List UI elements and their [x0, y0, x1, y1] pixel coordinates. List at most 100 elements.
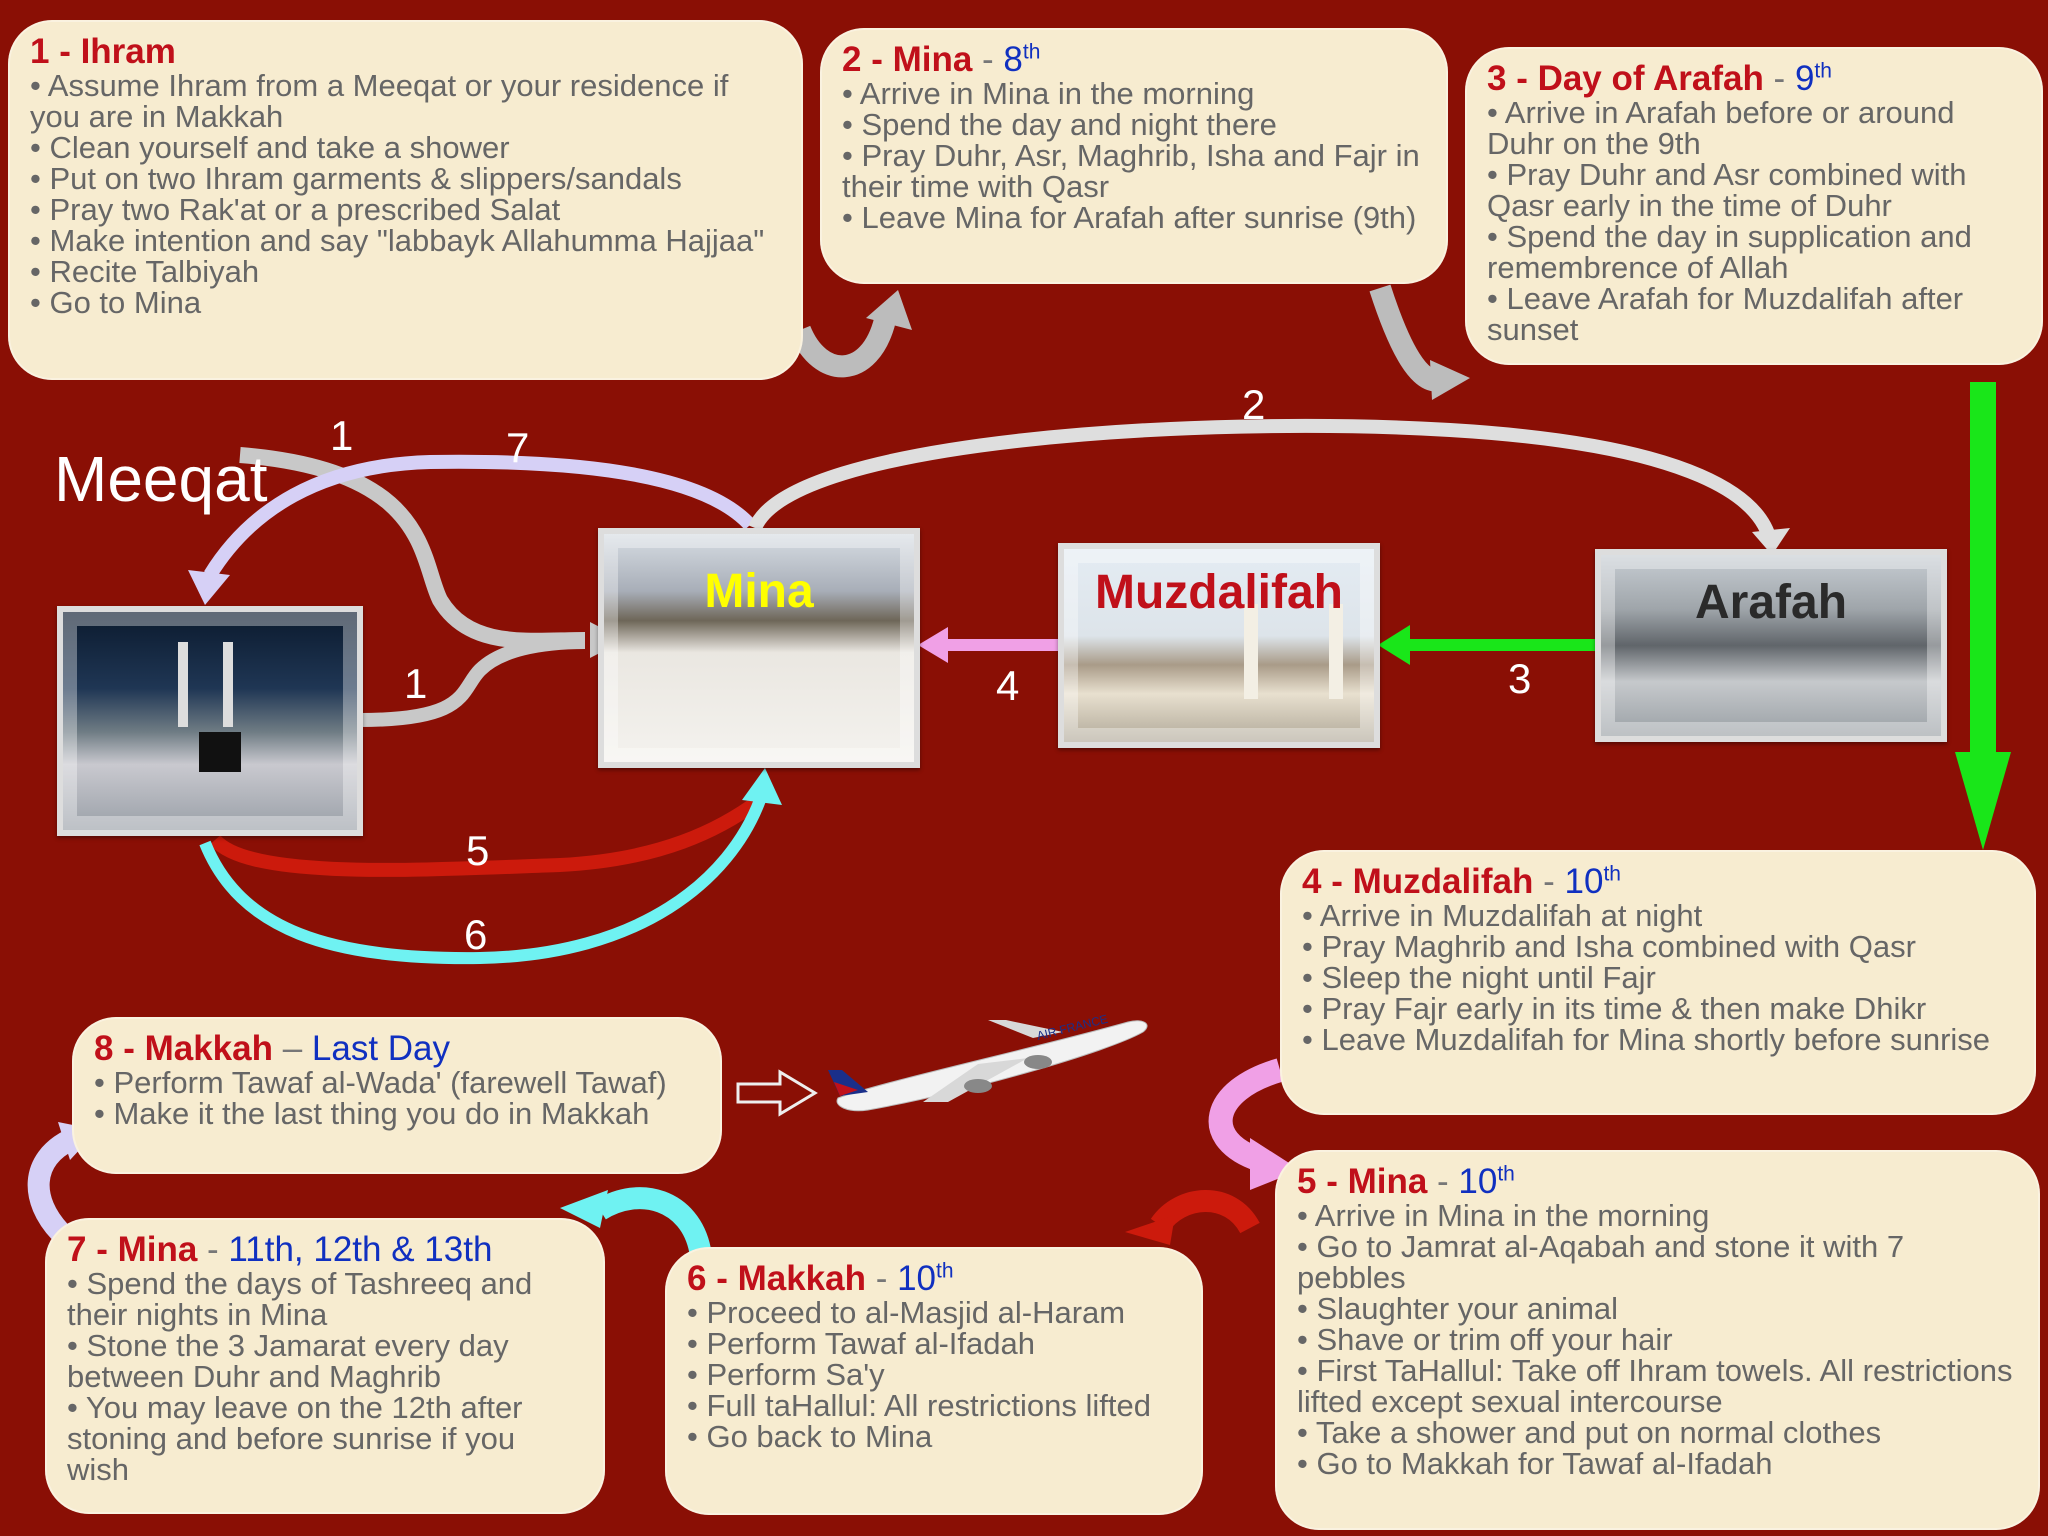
route-2-arrow [748, 418, 1777, 542]
route-number-6: 6 [464, 911, 488, 958]
step-6-to-7-arrow [594, 1187, 711, 1253]
step-6-to-7-arrowhead [560, 1190, 608, 1228]
list-item: Proceed to al-Masjid al-Haram [687, 1297, 1181, 1328]
list-item: Leave Muzdalifah for Mina shortly before… [1302, 1024, 2014, 1055]
list-item: Shave or trim off your hair [1297, 1324, 2018, 1355]
route-number-4: 4 [996, 662, 1020, 709]
step-3-list: Arrive in Arafah before or around Duhr o… [1487, 97, 2021, 345]
route-1-meeqat-arrow [239, 447, 586, 649]
list-item: Stone the 3 Jamarat every day between Du… [67, 1330, 583, 1392]
route-6-arrowhead [742, 768, 782, 805]
muzdalifah-picture-label: Muzdalifah [1095, 566, 1343, 619]
list-item: Perform Sa'y [687, 1359, 1181, 1390]
route-number-3: 3 [1508, 655, 1532, 702]
step-3-day-suffix: th [1814, 59, 1832, 83]
step-7-to-8-arrow [27, 1130, 76, 1240]
minaret-shape [1244, 604, 1258, 699]
step-2-title: 2 - Mina - 8th [842, 40, 1041, 79]
list-item: Go to Makkah for Tawaf al-Ifadah [1297, 1448, 2018, 1479]
list-item: Spend the day and night there [842, 109, 1426, 140]
arafah-picture: Arafah [1595, 549, 1947, 742]
step-8-list: Perform Tawaf al-Wada' (farewell Tawaf) … [94, 1067, 700, 1129]
list-item: Go back to Mina [687, 1421, 1181, 1452]
step-4-to-5-arrow [1208, 1058, 1284, 1172]
step-6-box: 6 - Makkah - 10th Proceed to al-Masjid a… [665, 1247, 1203, 1515]
step-1-to-2-arrow [789, 316, 896, 378]
step-5-box: 5 - Mina - 10th Arrive in Mina in the mo… [1275, 1150, 2040, 1530]
list-item: Leave Arafah for Muzdalifah after sunset [1487, 283, 2021, 345]
step-1-list: Assume Ihram from a Meeqat or your resid… [30, 70, 781, 318]
step-1-box: 1 - Ihram Assume Ihram from a Meeqat or … [8, 20, 803, 380]
arafah-picture-label: Arafah [1694, 576, 1848, 629]
route-6-arrow [199, 797, 766, 965]
step-3-box: 3 - Day of Arafah - 9th Arrive in Arafah… [1465, 47, 2043, 365]
list-item: Perform Tawaf al-Ifadah [687, 1328, 1181, 1359]
muzdalifah-picture: Muzdalifah [1058, 543, 1380, 748]
route-number-7: 7 [506, 424, 530, 471]
meeqat-label: Meeqat [54, 443, 268, 515]
step-2-list: Arrive in Mina in the morning Spend the … [842, 78, 1426, 233]
route-number-2: 2 [1242, 381, 1266, 428]
step-6-title: 6 - Makkah - 10th [687, 1259, 954, 1298]
list-item: Pray Maghrib and Isha combined with Qasr [1302, 931, 2014, 962]
step-3-title: 3 - Day of Arafah - 9th [1487, 59, 1832, 98]
kaaba-shape [199, 732, 241, 772]
step-5-to-6-arrowhead [1125, 1215, 1175, 1245]
list-item: Arrive in Muzdalifah at night [1302, 900, 2014, 931]
list-item: Arrive in Mina in the morning [842, 78, 1426, 109]
step-5-list: Arrive in Mina in the morning Go to Jamr… [1297, 1200, 2018, 1479]
step-4-box: 4 - Muzdalifah - 10th Arrive in Muzdalif… [1280, 850, 2036, 1115]
list-item: Leave Mina for Arafah after sunrise (9th… [842, 202, 1426, 233]
step-4-to-5-arrowhead [1250, 1138, 1300, 1190]
step-8-box: 8 - Makkah – Last Day Perform Tawaf al-W… [72, 1017, 722, 1174]
route-number-1-lower: 1 [404, 660, 428, 707]
route-5-arrow [209, 794, 765, 877]
step-2-box: 2 - Mina - 8th Arrive in Mina in the mor… [820, 28, 1448, 284]
step-4-title: 4 - Muzdalifah - 10th [1302, 862, 1621, 901]
list-item: Full taHallul: All restrictions lifted [687, 1390, 1181, 1421]
list-item: Pray Duhr and Asr combined with Qasr ear… [1487, 159, 2021, 221]
step-6-day-suffix: th [936, 1259, 954, 1283]
list-item: Take a shower and put on normal clothes [1297, 1417, 2018, 1448]
step-1-title: 1 - Ihram [30, 32, 176, 71]
list-item: Go to Jamrat al-Aqabah and stone it with… [1297, 1231, 2018, 1293]
list-item: Make intention and say "labbayk Allahumm… [30, 225, 781, 256]
list-item: Put on two Ihram garments & slippers/san… [30, 163, 781, 194]
list-item: Perform Tawaf al-Wada' (farewell Tawaf) [94, 1067, 700, 1098]
step-5-day-suffix: th [1497, 1162, 1515, 1186]
step-1-to-2-arrowhead [866, 290, 912, 330]
list-item: First TaHallul: Take off Ihram towels. A… [1297, 1355, 2018, 1417]
list-item: You may leave on the 12th after stoning … [67, 1392, 583, 1485]
step-7-list: Spend the days of Tashreeq and their nig… [67, 1268, 583, 1485]
step-7-box: 7 - Mina - 11th, 12th & 13th Spend the d… [45, 1218, 605, 1514]
route-4-arrowhead [918, 627, 948, 663]
mina-picture-label: Mina [704, 565, 814, 618]
hollow-arrow [736, 1069, 818, 1117]
list-item: Pray Duhr, Asr, Maghrib, Isha and Fajr i… [842, 140, 1426, 202]
mina-picture: Mina [598, 528, 920, 768]
step-3-to-4-bar [1970, 382, 1996, 762]
step-4-day-suffix: th [1603, 862, 1621, 886]
list-item: Arrive in Mina in the morning [1297, 1200, 2018, 1231]
list-item: Slaughter your animal [1297, 1293, 2018, 1324]
route-2-arrowhead [1752, 528, 1790, 555]
step-5-title: 5 - Mina - 10th [1297, 1162, 1515, 1201]
route-number-1-top: 1 [330, 412, 354, 459]
step-2-day-suffix: th [1022, 40, 1041, 64]
list-item: Assume Ihram from a Meeqat or your resid… [30, 70, 781, 132]
makkah-picture [57, 606, 363, 836]
step-7-title: 7 - Mina - 11th, 12th & 13th [67, 1230, 493, 1269]
airplane-icon: AIR FRANCE [828, 1012, 1148, 1112]
list-item: Make it the last thing you do in Makkah [94, 1098, 700, 1129]
list-item: Spend the days of Tashreeq and their nig… [67, 1268, 583, 1330]
list-item: Sleep the night until Fajr [1302, 962, 2014, 993]
route-number-5: 5 [466, 827, 490, 874]
step-6-list: Proceed to al-Masjid al-Haram Perform Ta… [687, 1297, 1181, 1452]
step-4-list: Arrive in Muzdalifah at night Pray Maghr… [1302, 900, 2014, 1055]
list-item: Arrive in Arafah before or around Duhr o… [1487, 97, 2021, 159]
step-2-to-3-arrowhead [1430, 360, 1470, 400]
list-item: Pray two Rak'at or a prescribed Salat [30, 194, 781, 225]
minaret-shape [178, 642, 188, 727]
list-item: Recite Talbiyah [30, 256, 781, 287]
